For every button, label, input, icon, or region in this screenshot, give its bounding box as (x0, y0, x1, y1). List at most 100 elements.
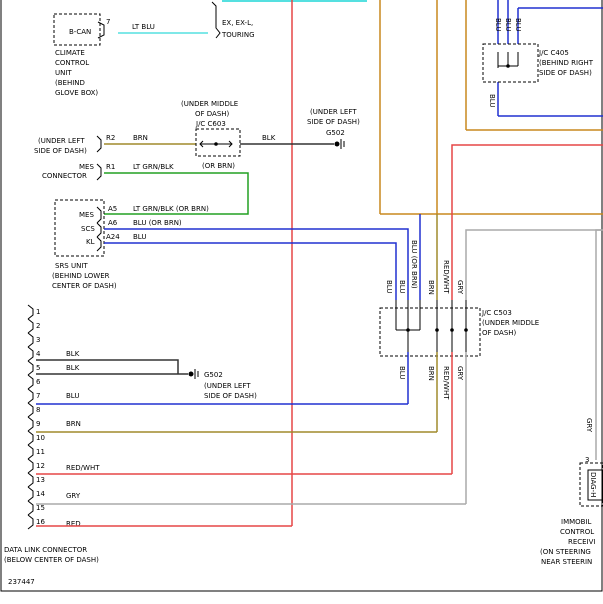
dlc-pin-15: 15 (36, 504, 45, 512)
wire-gry-immob (595, 229, 603, 460)
c503-top-2: BLU (398, 280, 406, 293)
r2-bracket (96, 135, 102, 153)
dlc-pin-bracket (27, 500, 34, 516)
svg-text:(BEHIND LOWER: (BEHIND LOWER (52, 272, 110, 280)
c503-bus (395, 300, 467, 352)
jc-c503-box (379, 307, 481, 357)
c405-wire-1: BLU (494, 18, 502, 31)
dlc-pin-bracket (27, 346, 34, 362)
dlc-pin-bracket (27, 444, 34, 460)
srs-pin-a24: A24 (106, 233, 120, 241)
c503-top-6: GRY (456, 280, 464, 295)
r2-wire-label: BRN (133, 134, 148, 142)
c503-top-4: BRN (427, 280, 435, 295)
immob-caption: IMMOBIL CONTROL RECEIVI (ON STEERING NEA… (540, 518, 596, 566)
svg-text:IMMOBIL: IMMOBIL (561, 518, 592, 526)
mes-pin: R1 (106, 163, 115, 171)
c603-node (214, 142, 218, 146)
immob-pin: 3 (585, 456, 589, 464)
wire-blk-4 (36, 359, 179, 374)
dlc-pin-5: 5 (36, 364, 40, 372)
dlc-pin-2: 2 (36, 322, 40, 330)
immob-gry: GRY (585, 418, 593, 433)
dlc-pin-14: 14 (36, 490, 45, 498)
jc-c405-bus (497, 52, 519, 68)
r2-pin: R2 (106, 134, 115, 142)
dlc-pin-bracket (27, 416, 34, 432)
srs-wire-a5: LT GRN/BLK (OR BRN) (133, 205, 209, 213)
orbrn-label: (OR BRN) (202, 162, 235, 170)
srs-pin-label-1: MES (79, 211, 94, 219)
dlc-pin-bracket (27, 332, 34, 348)
bcan-box (53, 13, 101, 46)
dlc-pin-4: 4 (36, 350, 41, 358)
svg-text:BRN: BRN (66, 420, 81, 428)
bcan-label: B-CAN (69, 28, 91, 36)
svg-text:UNIT: UNIT (55, 69, 72, 77)
svg-text:SIDE OF DASH): SIDE OF DASH) (34, 147, 87, 155)
dlc-wire-labels: BLK BLK BLU BRN RED/WHT GRY RED (66, 350, 100, 528)
c503-top-5: RED/WHT (442, 260, 450, 294)
dlc-pin-8: 8 (36, 406, 40, 414)
bcan-pin: 7 (106, 18, 110, 26)
g502-bottom-label: G502 (204, 371, 223, 379)
srs-caption: SRS UNIT (BEHIND LOWER CENTER OF DASH) (52, 262, 117, 290)
ground-top-icon (334, 139, 345, 149)
svg-text:CENTER OF DASH): CENTER OF DASH) (52, 282, 117, 290)
svg-text:J/C C603: J/C C603 (195, 120, 226, 128)
dlc-pin-bracket (27, 318, 34, 334)
srs-pin-a6: A6 (108, 219, 118, 227)
c405-wire-bottom: BLU (488, 94, 496, 107)
diag-h-box (587, 469, 603, 501)
c603-caption: (UNDER MIDDLE OF DASH) J/C C603 (181, 100, 238, 128)
climate-caption: CLIMATE CONTROL UNIT (BEHIND GLOVE BOX) (55, 49, 98, 97)
bcan-bracket (97, 21, 105, 39)
srs-wire-a6: BLU (OR BRN) (133, 219, 182, 227)
svg-text:(UNDER LEFT: (UNDER LEFT (38, 137, 85, 145)
dlc-pin-bracket (27, 514, 34, 530)
mes-label-1: MES (79, 163, 94, 171)
svg-text:(UNDER MIDDLE: (UNDER MIDDLE (181, 100, 238, 108)
c503-label-1: J/C C503 (481, 309, 512, 317)
svg-text:(BEHIND: (BEHIND (55, 79, 85, 87)
svg-text:DATA LINK CONNECTOR: DATA LINK CONNECTOR (4, 546, 87, 554)
svg-text:CLIMATE: CLIMATE (55, 49, 85, 57)
dlc-pin-6: 6 (36, 378, 41, 386)
c503-nodes (406, 328, 468, 332)
svg-text:GLOVE BOX): GLOVE BOX) (55, 89, 98, 97)
svg-text:(UNDER LEFT: (UNDER LEFT (310, 108, 357, 116)
srs-brackets (96, 206, 102, 252)
g502-bottom-under-1: (UNDER LEFT (204, 382, 251, 390)
svg-text:BLK: BLK (66, 364, 80, 372)
dlc-pin-bracket (27, 458, 34, 474)
svg-text:RED: RED (66, 520, 81, 528)
dlc-pin-bracket (27, 374, 34, 390)
svg-text:G502: G502 (326, 129, 345, 137)
svg-text:SIDE OF DASH): SIDE OF DASH) (307, 118, 360, 126)
trim-label-1: EX, EX-L, (222, 19, 253, 27)
c405-label-1: J/C C405 (538, 49, 569, 57)
c603-box (195, 128, 241, 157)
svg-text:CONTROL: CONTROL (55, 59, 89, 67)
dlc-pin-9: 9 (36, 420, 40, 428)
dlc-pin-bracket (27, 402, 34, 418)
c405-label-3: SIDE OF DASH) (539, 69, 592, 77)
svg-text:BLK: BLK (66, 350, 80, 358)
ground-bottom-icon (188, 369, 199, 379)
dlc-pin-bracket (27, 472, 34, 488)
dlc-pin-bracket (27, 486, 34, 502)
dlc-pin-13: 13 (36, 476, 45, 484)
c503-bottom-2: BRN (427, 366, 435, 381)
dlc-pin-11: 11 (36, 448, 45, 456)
mes-bracket (96, 163, 102, 181)
c503-bottom-4: GRY (456, 366, 464, 381)
dlc-pin-7: 7 (36, 392, 40, 400)
c503-top-1: BLU (385, 280, 393, 293)
srs-pin-label-2: SCS (81, 225, 95, 233)
svg-text:CONTROL: CONTROL (560, 528, 594, 536)
c405-wire-3: BLU (514, 18, 522, 31)
dlc-pin-bracket (27, 430, 34, 446)
